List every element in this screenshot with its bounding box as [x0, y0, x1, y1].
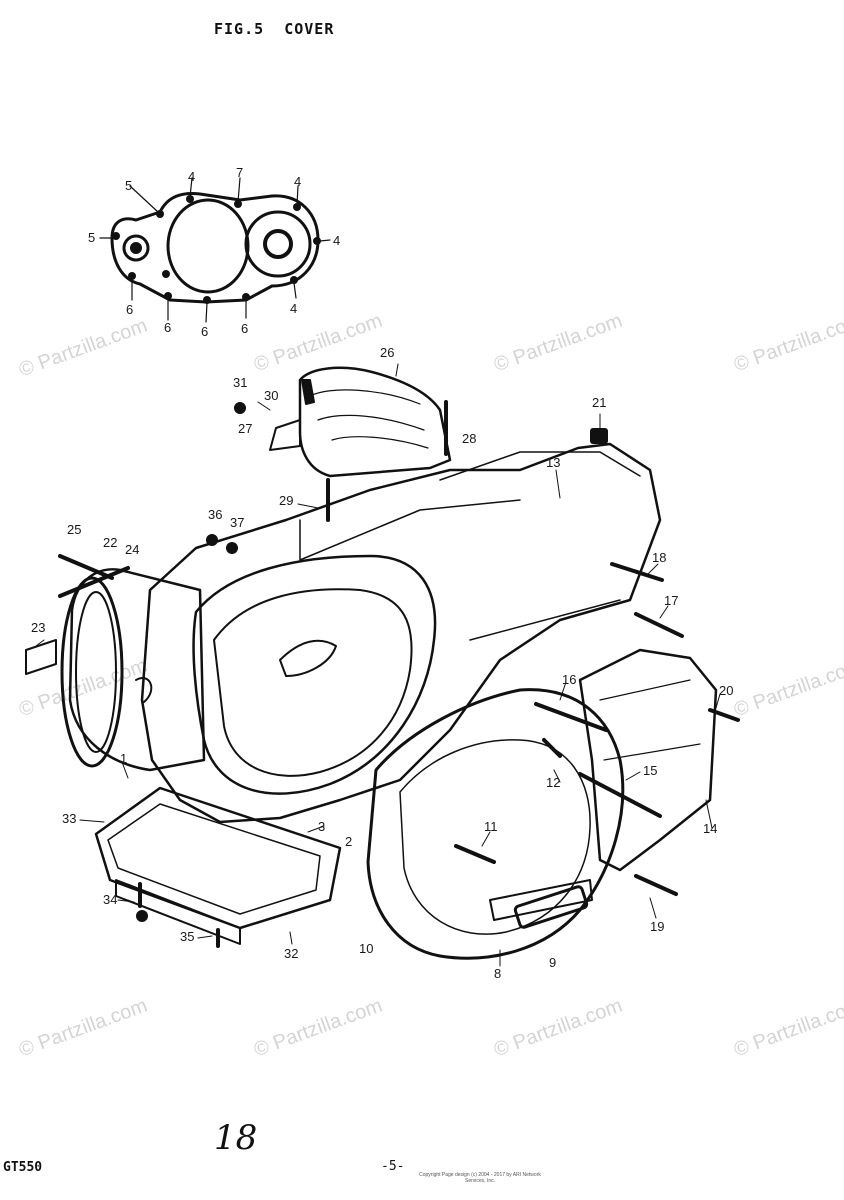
callout-28: 28	[462, 431, 477, 446]
callout-24: 24	[125, 542, 140, 557]
callout-33: 33	[62, 811, 77, 826]
callout-6: 6	[164, 320, 172, 335]
cover-gasket-inset	[99, 177, 331, 323]
callout-6: 6	[241, 321, 249, 336]
fasteners	[58, 554, 740, 948]
callout-25: 25	[67, 522, 82, 537]
callout-6: 6	[201, 324, 209, 339]
callout-21: 21	[592, 395, 607, 410]
callout-36: 36	[208, 507, 223, 522]
callout-17: 17	[664, 593, 679, 608]
page-number: -5-	[381, 1159, 405, 1174]
callout-18: 18	[652, 550, 667, 565]
callout-23: 23	[31, 620, 46, 635]
callout-4: 4	[333, 233, 341, 248]
right-crank-cover	[366, 688, 625, 960]
callout-34: 34	[103, 892, 118, 907]
callout-leaders	[35, 363, 721, 967]
callout-31: 31	[233, 375, 248, 390]
callout-4: 4	[294, 174, 302, 189]
callout-10: 10	[359, 941, 374, 956]
callout-27: 27	[238, 421, 253, 436]
callout-5: 5	[88, 230, 96, 245]
callout-13: 13	[546, 455, 561, 470]
callout-3: 3	[318, 819, 326, 834]
callout-19: 19	[650, 919, 665, 934]
callout-6: 6	[126, 302, 134, 317]
callout-4: 4	[188, 169, 196, 184]
crankcase-body	[135, 442, 662, 824]
callout-11: 11	[484, 819, 498, 834]
callout-9: 9	[549, 955, 557, 970]
callout-14: 14	[703, 821, 718, 836]
callout-7: 7	[236, 165, 244, 180]
callout-2: 2	[345, 834, 353, 849]
callout-26: 26	[380, 345, 395, 360]
handwritten-note: 18	[214, 1118, 258, 1158]
callout-22: 22	[103, 535, 118, 550]
callout-4: 4	[290, 301, 298, 316]
callout-32: 32	[284, 946, 299, 961]
callout-20: 20	[719, 683, 734, 698]
callout-16: 16	[562, 672, 577, 687]
callout-29: 29	[279, 493, 294, 508]
oil-pan	[94, 786, 342, 945]
callout-15: 15	[643, 763, 658, 778]
model-label: GT550	[3, 1160, 43, 1175]
callout-37: 37	[230, 515, 245, 530]
callout-1: 1	[120, 751, 128, 766]
callout-35: 35	[180, 929, 195, 944]
figure-title: FIG.5 COVER	[214, 20, 335, 38]
top-cover	[234, 366, 452, 522]
right-side-cover	[578, 648, 718, 872]
callout-30: 30	[264, 388, 279, 403]
callout-8: 8	[494, 966, 502, 981]
copyright-text: Copyright Page design (c) 2004 - 2017 by…	[419, 1172, 541, 1184]
left-side-assembly	[25, 566, 206, 772]
callout-12: 12	[546, 775, 561, 790]
callout-5: 5	[125, 178, 133, 193]
